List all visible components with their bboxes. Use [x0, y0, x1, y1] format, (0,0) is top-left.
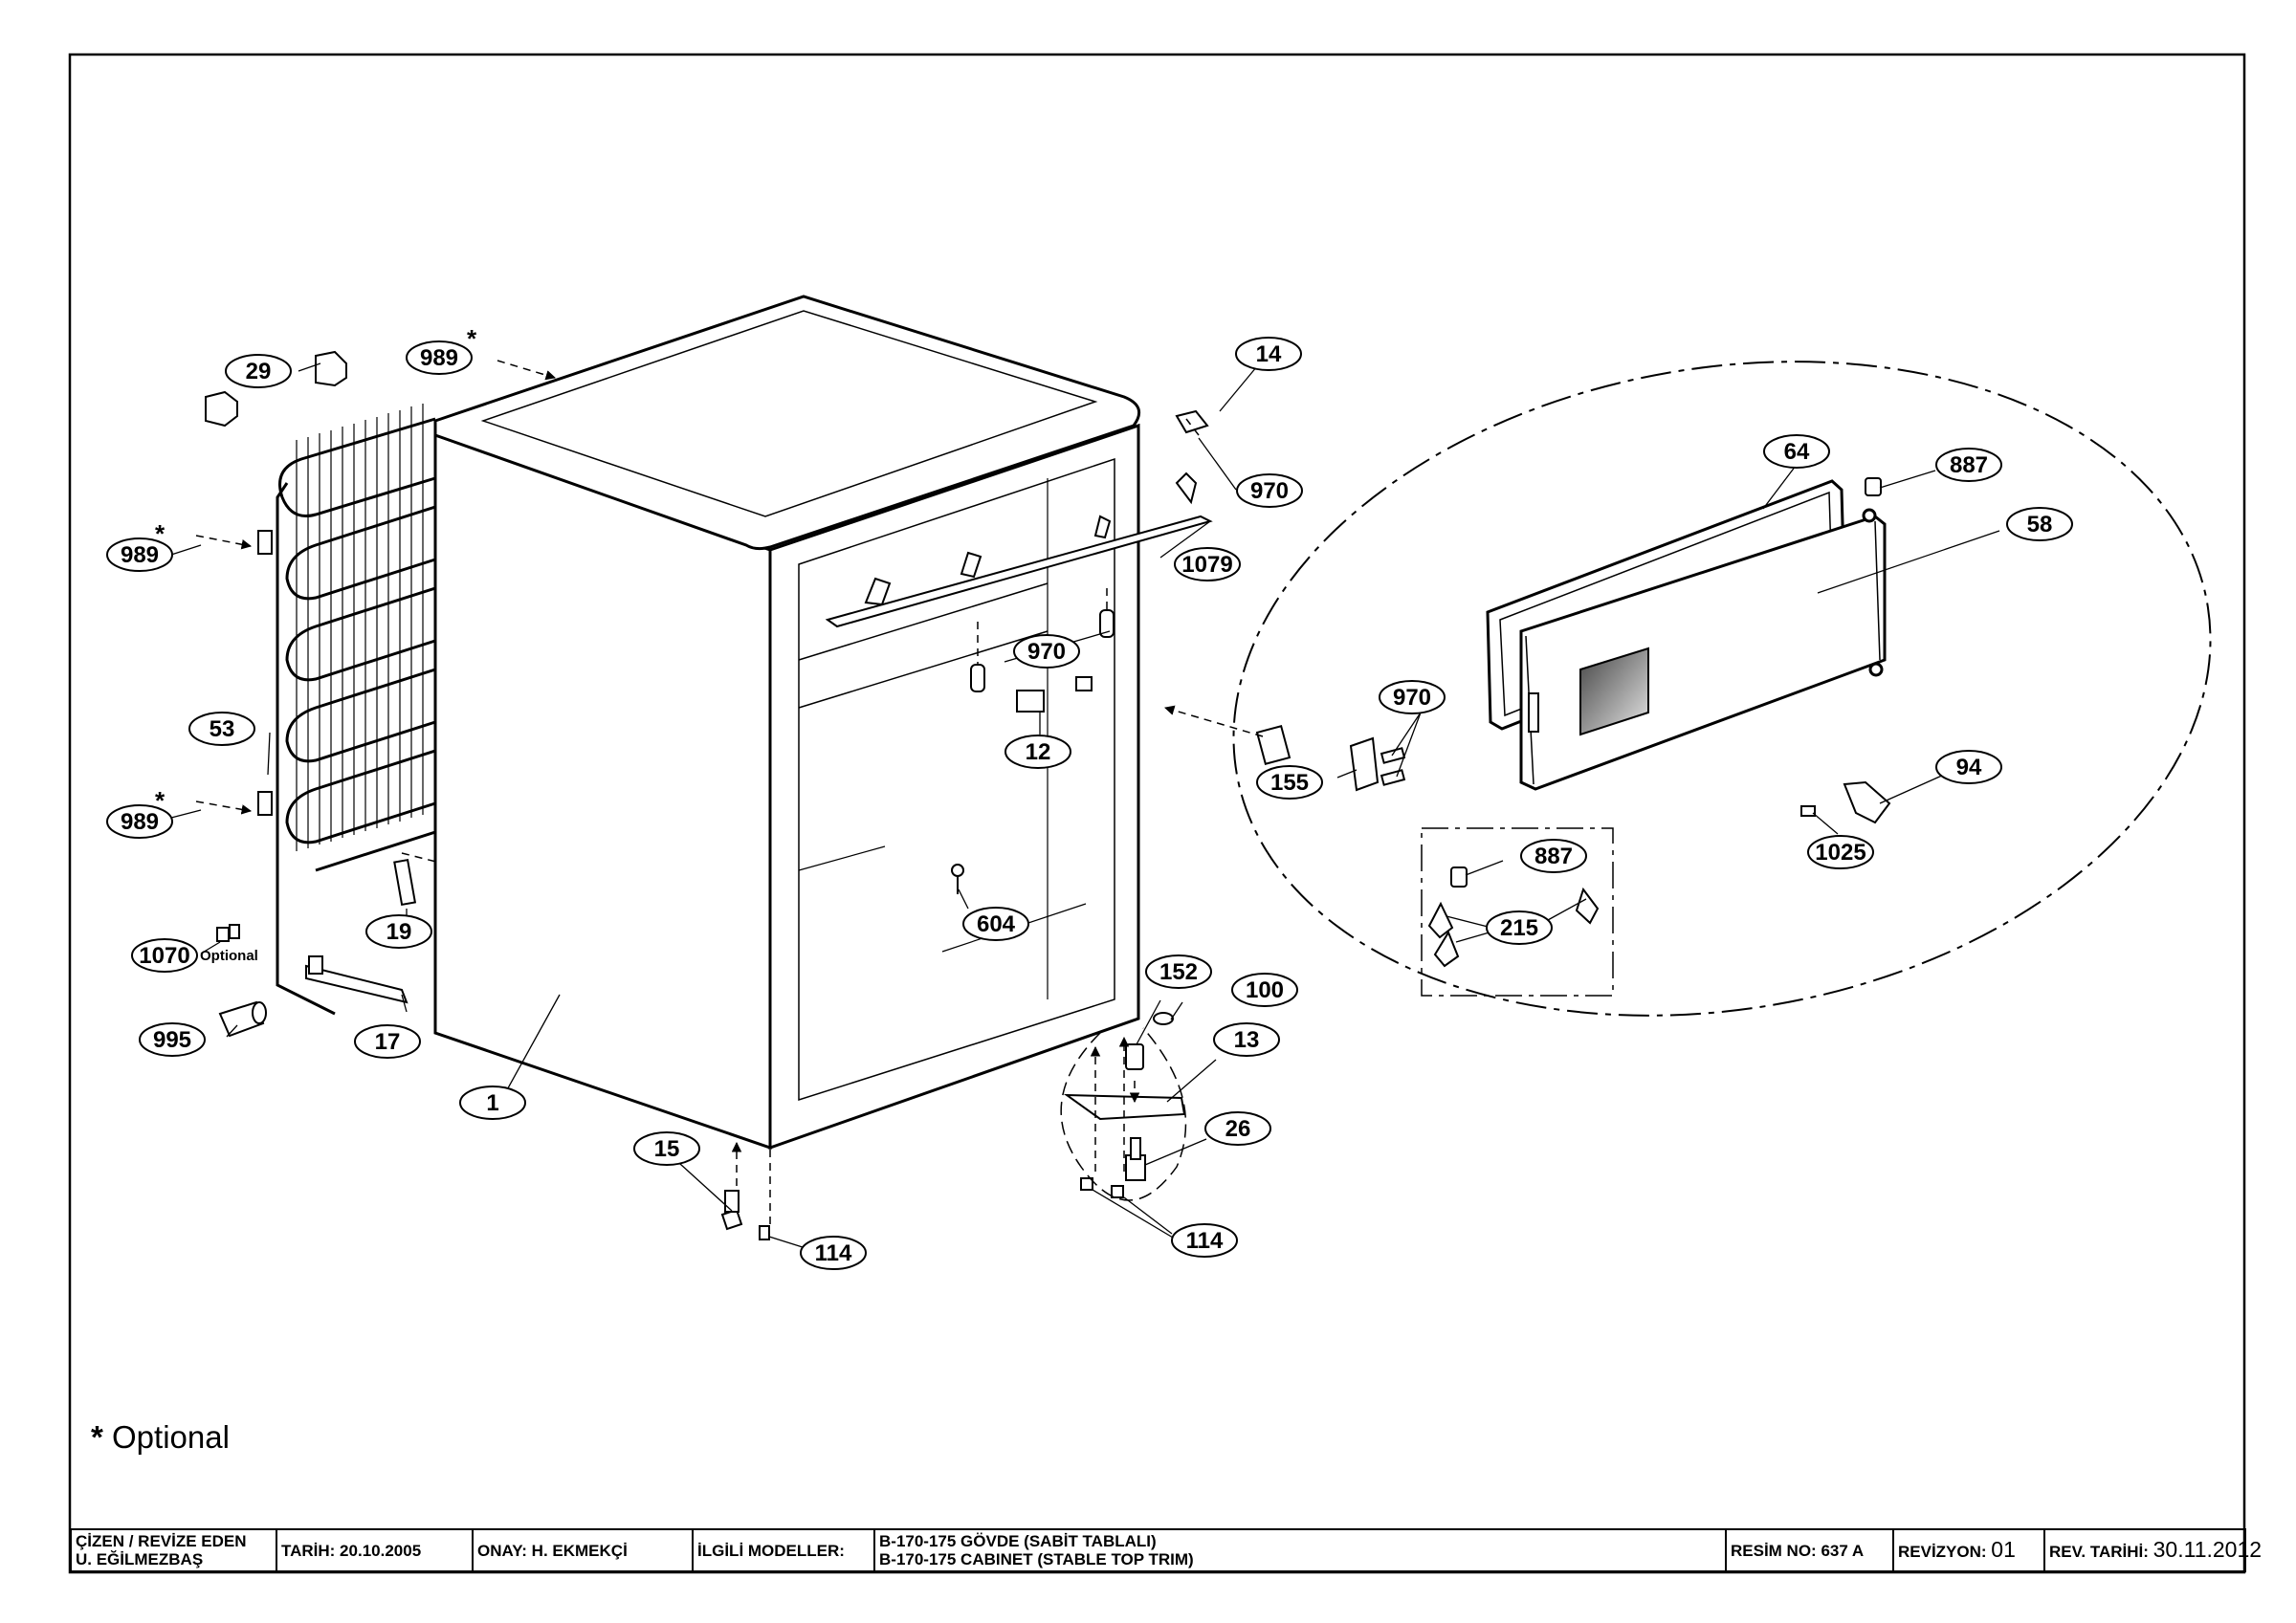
callout-887: 887 [1935, 448, 2002, 482]
svg-text:970: 970 [1250, 478, 1289, 504]
callout-1: 1 [459, 1086, 526, 1120]
svg-text:12: 12 [1026, 739, 1051, 765]
callout-64: 64 [1763, 434, 1830, 469]
svg-text:215: 215 [1500, 915, 1538, 941]
callout-989: 989 [106, 804, 173, 839]
callout-887: 887 [1520, 839, 1587, 873]
callout-29: 29 [225, 354, 292, 388]
svg-text:114: 114 [815, 1240, 852, 1266]
optional-marker: * [155, 519, 166, 548]
svg-text:100: 100 [1246, 977, 1284, 1003]
callout-26: 26 [1204, 1111, 1271, 1146]
svg-text:1070: 1070 [139, 943, 189, 969]
drawn-by-cell: ÇİZEN / REVİZE EDEN U. EĞİLMEZBAŞ [70, 1528, 277, 1572]
gasket-parts-box [1421, 827, 1614, 997]
callout-100: 100 [1231, 973, 1298, 1007]
callout-995: 995 [139, 1022, 206, 1057]
callout-19: 19 [365, 914, 432, 949]
assembly-arrows [195, 360, 1264, 1224]
svg-text:53: 53 [210, 716, 235, 742]
freezer-door [1519, 508, 1887, 791]
svg-text:604: 604 [977, 911, 1016, 937]
svg-text:94: 94 [1956, 755, 1982, 780]
callout-114: 114 [1171, 1223, 1238, 1258]
svg-text:114: 114 [1186, 1228, 1224, 1254]
svg-text:989: 989 [420, 345, 458, 371]
models-label: İLGİLİ MODELLER: [692, 1528, 875, 1572]
condenser-wires [296, 404, 424, 851]
callout-1025: 1025 [1807, 835, 1874, 869]
callout-970: 970 [1236, 473, 1303, 508]
svg-text:989: 989 [121, 809, 159, 835]
svg-text:58: 58 [2027, 512, 2053, 537]
callout-12: 12 [1004, 735, 1071, 769]
svg-text:19: 19 [386, 919, 412, 945]
callout-94: 94 [1935, 750, 2002, 784]
callout-1070: 1070 [131, 938, 198, 973]
callout-15: 15 [633, 1131, 700, 1166]
optional-marker: * [467, 324, 477, 353]
rev-date-value: 30.11.2012 [2152, 1536, 2263, 1562]
leader-lines [170, 362, 2000, 1249]
revision-cell: REVİZYON: 01 [1892, 1528, 2045, 1572]
svg-text:970: 970 [1393, 685, 1431, 711]
cabinet-body [433, 295, 1141, 1151]
svg-text:995: 995 [153, 1027, 191, 1053]
svg-text:15: 15 [654, 1136, 680, 1162]
model-line-1: B-170-175 GÖVDE (SABİT TABLALI) [879, 1532, 1157, 1550]
callout-114: 114 [800, 1236, 867, 1270]
callout-17: 17 [354, 1024, 421, 1059]
svg-text:152: 152 [1159, 959, 1198, 985]
callout-14: 14 [1235, 337, 1302, 371]
callout-155: 155 [1256, 765, 1323, 800]
callout-604: 604 [962, 907, 1029, 941]
drawn-by-label: ÇİZEN / REVİZE EDEN [76, 1532, 247, 1550]
door-group-outline [1232, 361, 2212, 1017]
models-cell: B-170-175 GÖVDE (SABİT TABLALI) B-170-17… [873, 1528, 1727, 1572]
callout-58: 58 [2006, 507, 2073, 541]
date-cell: TARİH: 20.10.2005 [276, 1528, 474, 1572]
drawn-by-name: U. EĞİLMEZBAŞ [76, 1550, 204, 1568]
optional-note-text: Optional [112, 1419, 230, 1455]
callout-989: 989 [406, 340, 473, 375]
svg-text:13: 13 [1234, 1027, 1260, 1053]
optional-marker: * [155, 786, 166, 815]
svg-text:1079: 1079 [1181, 552, 1232, 578]
revision-value: 01 [1991, 1536, 2016, 1562]
svg-text:1025: 1025 [1815, 840, 1866, 866]
optional-note: * Optional [91, 1419, 230, 1456]
revision-label: REVİZYON: [1898, 1542, 1987, 1561]
drawing-number-cell: RESİM NO: 637 A [1725, 1528, 1894, 1572]
optional-tag: Optional [200, 948, 258, 964]
callout-152: 152 [1145, 954, 1212, 989]
optional-note-marker: * [91, 1419, 103, 1455]
rev-date-label: REV. TARİHİ: [2049, 1542, 2149, 1561]
svg-text:887: 887 [1534, 844, 1573, 869]
svg-text:17: 17 [375, 1029, 401, 1055]
svg-text:887: 887 [1950, 452, 1988, 478]
model-line-2: B-170-175 CABINET (STABLE TOP TRIM) [879, 1550, 1194, 1568]
svg-text:26: 26 [1225, 1116, 1251, 1142]
callout-53: 53 [188, 712, 255, 746]
callout-215: 215 [1486, 910, 1553, 945]
sheet-frame [68, 53, 2246, 1574]
svg-text:14: 14 [1256, 341, 1282, 367]
callout-1079: 1079 [1174, 547, 1241, 581]
callout-970: 970 [1013, 634, 1080, 669]
title-block: ÇİZEN / REVİZE EDEN U. EĞİLMEZBAŞ TARİH:… [70, 1528, 2262, 1572]
condenser-brackets [257, 530, 273, 816]
approved-cell: ONAY: H. EKMEKÇİ [472, 1528, 694, 1572]
svg-text:155: 155 [1270, 770, 1309, 796]
svg-text:29: 29 [246, 359, 272, 384]
svg-text:970: 970 [1027, 639, 1066, 665]
callout-970: 970 [1379, 680, 1446, 714]
hinge-group-outline [1060, 1027, 1187, 1201]
callout-13: 13 [1213, 1022, 1280, 1057]
svg-text:989: 989 [121, 542, 159, 568]
svg-text:64: 64 [1784, 439, 1810, 465]
callout-989: 989 [106, 537, 173, 572]
svg-text:1: 1 [486, 1090, 498, 1116]
rev-date-cell: REV. TARİHİ: 30.11.2012 [2043, 1528, 2262, 1572]
